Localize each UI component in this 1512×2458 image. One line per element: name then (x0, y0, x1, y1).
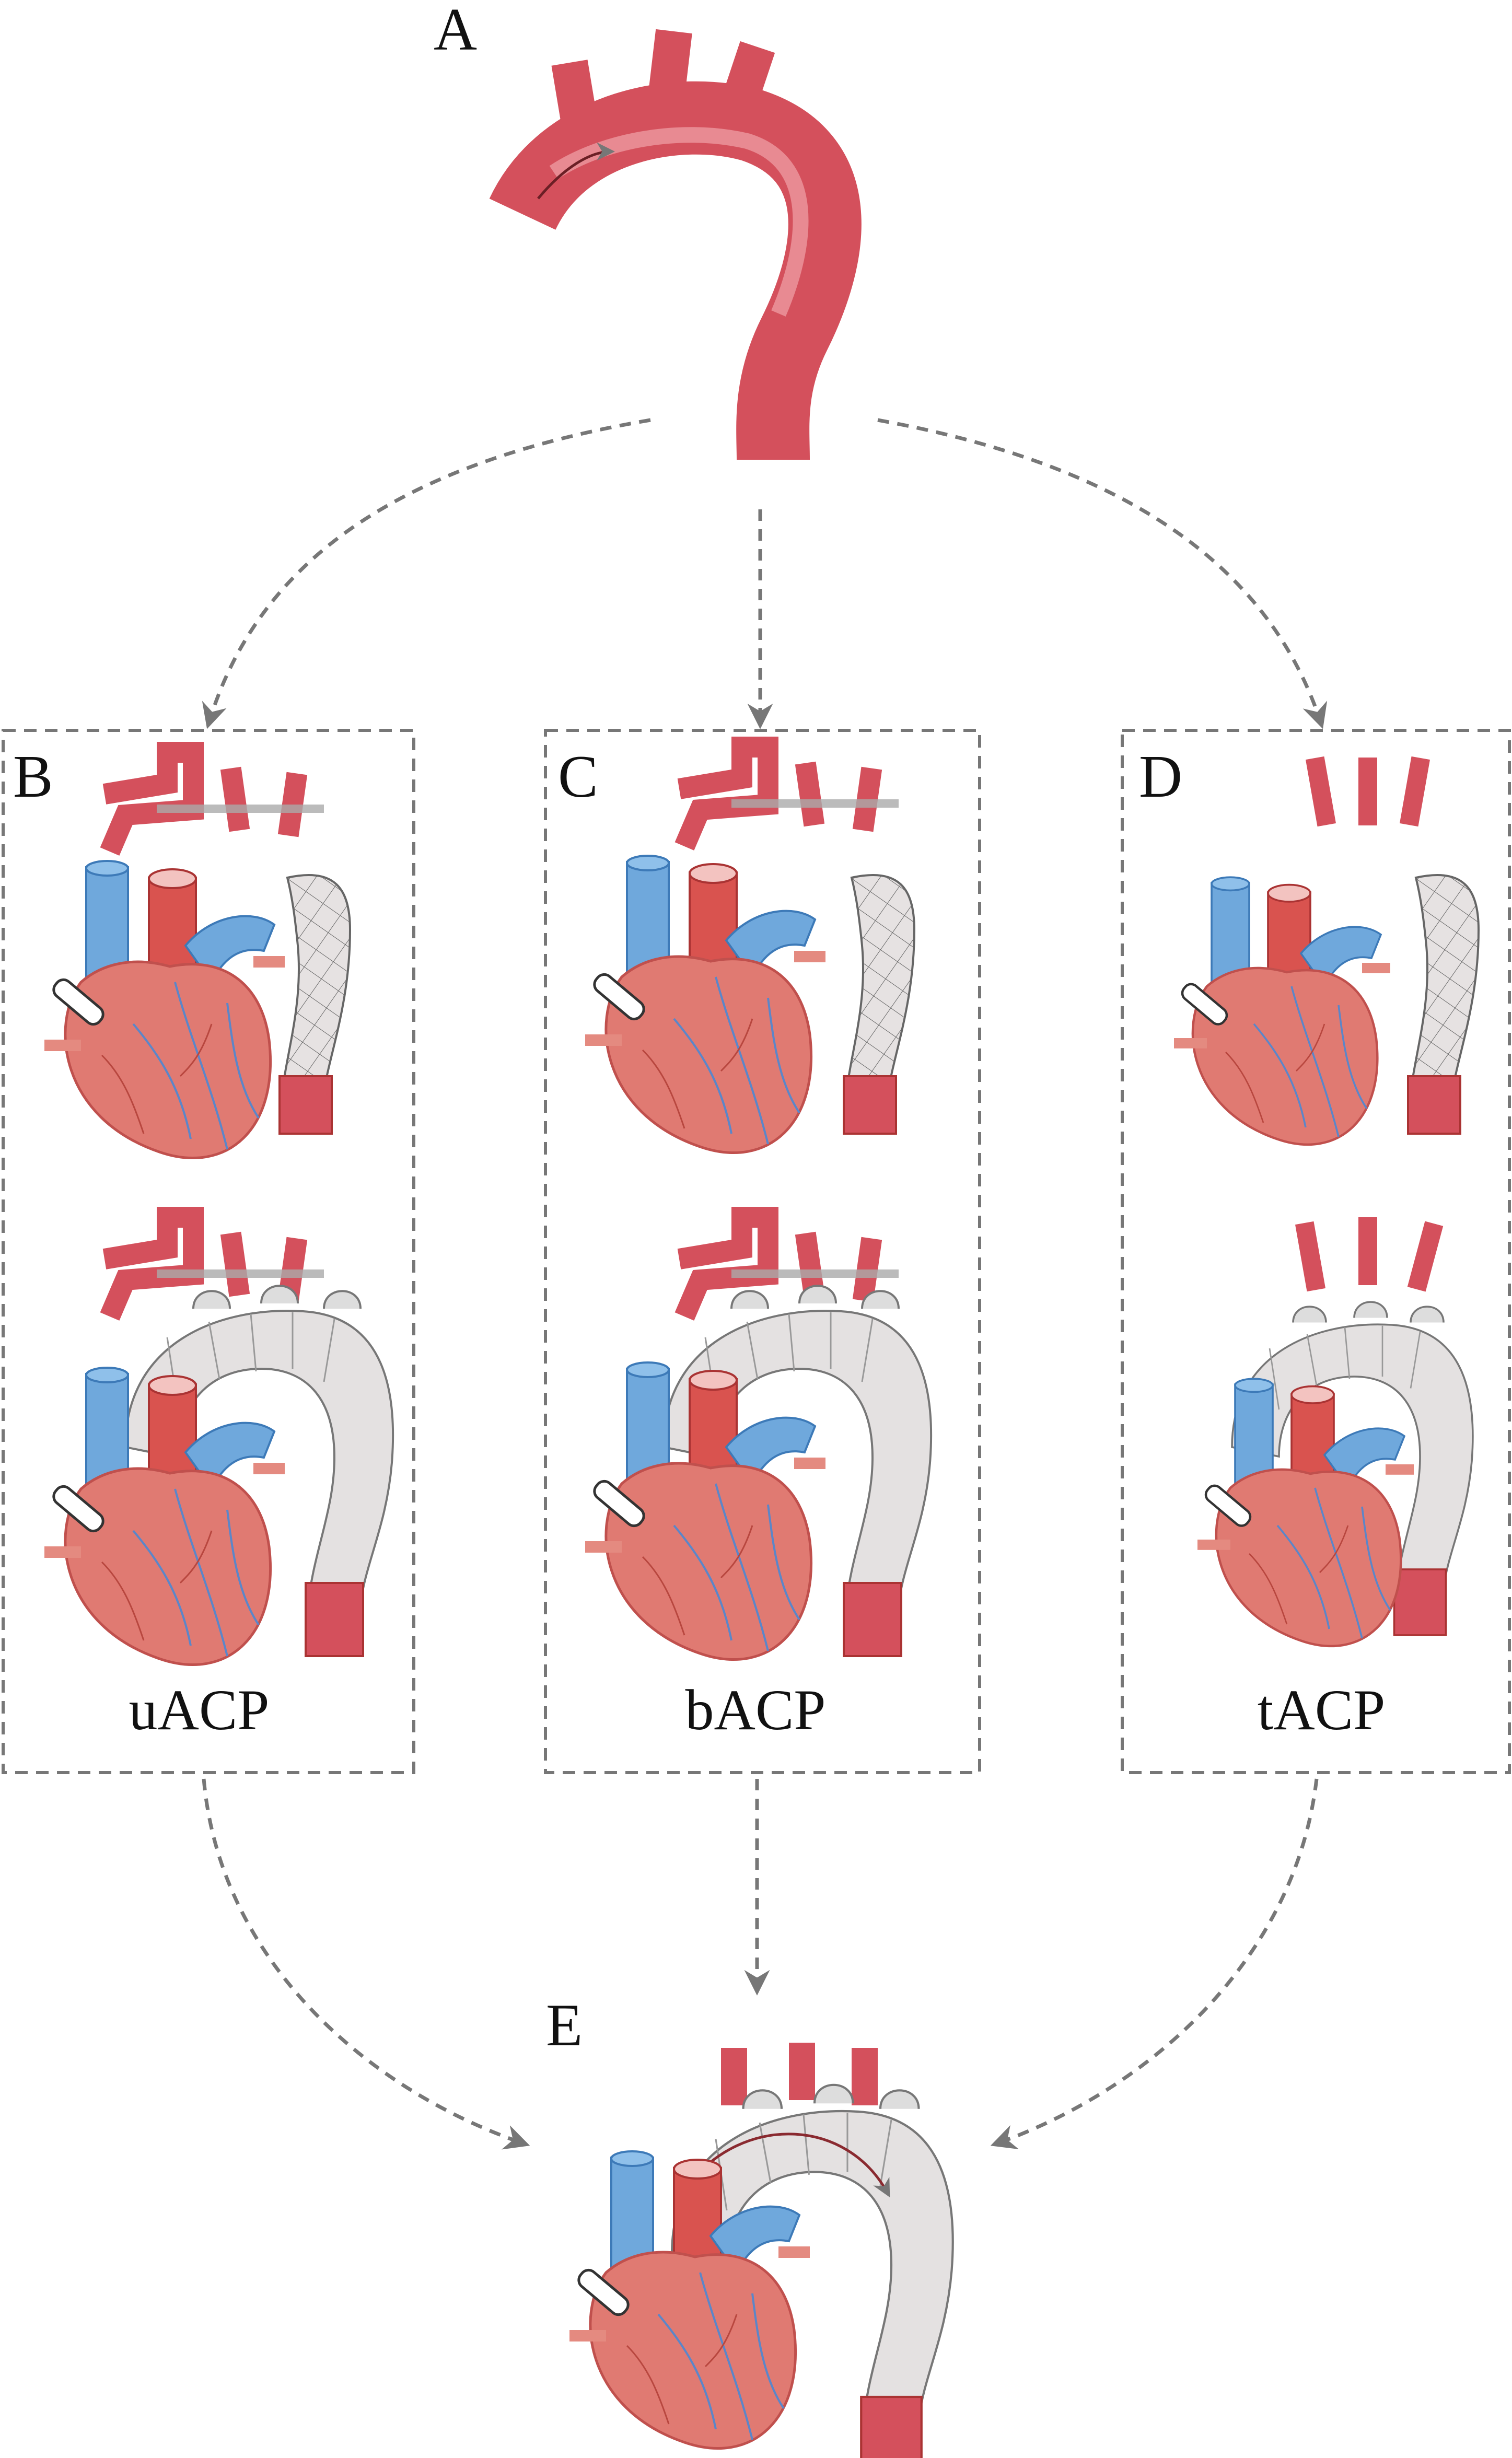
heart-image (569, 2151, 810, 2449)
head-vessels-image (104, 752, 324, 852)
graft-image (278, 873, 351, 1135)
arrow-a-to-d (877, 418, 1328, 729)
arrow-d-to-e (990, 1778, 1319, 2150)
head-vessels-image (721, 2043, 878, 2105)
flow-arrow (689, 2133, 890, 2198)
panel-d-caption: tACP (1258, 1678, 1386, 1742)
head-vessels-image (1305, 756, 1430, 827)
arrow-a-to-b (202, 418, 651, 729)
aortic-arch-image (489, 29, 862, 460)
heart-image (44, 861, 285, 1158)
heart-image (585, 856, 825, 1153)
panel-a: A (434, 0, 862, 460)
heart-image (585, 1362, 825, 1660)
panel-d-box (1121, 729, 1511, 1774)
panel-c-box (544, 729, 981, 1774)
graft-image (843, 873, 915, 1135)
panel-b-box (2, 729, 415, 1774)
panel-e: E (546, 1992, 953, 2458)
arrow-b-to-e (202, 1778, 530, 2150)
panel-e-label: E (546, 1992, 583, 2058)
heart-image (1174, 877, 1390, 1145)
panel-b: B uACP (2, 729, 415, 1774)
panel-c-label: C (558, 743, 598, 810)
panel-a-label: A (434, 0, 477, 63)
head-vessels-image (679, 747, 899, 846)
head-vessels-image (1295, 1217, 1444, 1292)
graft-image (1407, 873, 1480, 1135)
heart-image (44, 1368, 285, 1665)
panel-d: D tACP (1121, 729, 1511, 1774)
panel-b-caption: uACP (129, 1678, 270, 1742)
panel-b-label: B (13, 743, 53, 810)
heart-image (1197, 1379, 1414, 1646)
panel-c-caption: bACP (685, 1678, 826, 1742)
panel-c: C bACP (544, 729, 981, 1774)
panel-d-label: D (1139, 743, 1182, 810)
